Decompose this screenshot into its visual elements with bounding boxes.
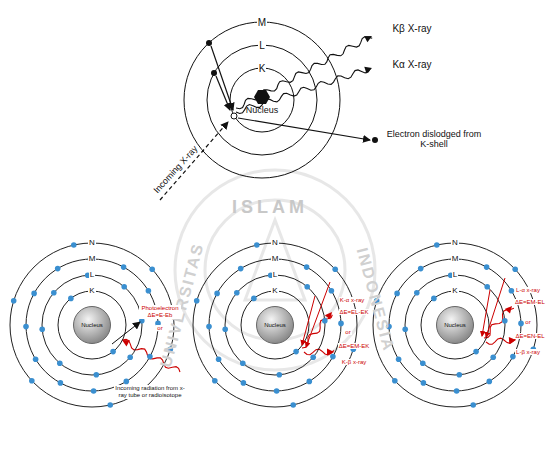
shell-letter: L [452,271,458,280]
energy-label: ΔE=EM-EL [514,299,546,306]
top-transitions [160,46,370,200]
shell-letter: K [88,287,95,296]
electron-label: Electron dislodged from K-shell [383,130,485,150]
radiation-label: Incoming radiation from x-ray tube or ra… [114,385,186,398]
top-atom [184,22,340,178]
nucleus: Nucleus [256,306,294,344]
shell-letter: K [451,287,458,296]
nucleus: Nucleus [237,88,287,115]
shell-letter: N [271,239,279,248]
xray-label: L-α x-ray [515,287,541,294]
top-electrons [206,40,378,143]
xray-label: L-β x-ray [515,349,541,356]
bottom-atoms [10,242,537,408]
photoelectron-label: Photoelectron ΔE=E-Eb [139,305,181,318]
shell-letter: N [88,239,96,248]
watermark-logo [175,170,375,370]
nucleus: Nucleus [73,306,111,344]
nucleus-label: Nucleus [444,322,466,328]
nucleus-label: Nucleus [81,322,103,328]
or-label: or [156,325,163,332]
or-label: or [344,329,351,336]
incoming-label: Incoming X-ray [151,143,200,196]
energy-label: ΔE=EM-EK [338,343,371,350]
shell-letter: M [271,255,280,264]
shell-letter: N [451,239,459,248]
xray-label: Kα X-ray [391,59,432,70]
shell-letter: K [271,287,278,296]
shell-letter: M [257,17,267,28]
energy-label: ΔE=EN-EL [514,333,545,340]
shell-letter: K [258,63,267,74]
shell-letter: M [88,255,97,264]
nucleus: Nucleus [436,306,474,344]
shell-letter: M [451,255,460,264]
shell-letter: L [258,40,266,51]
xray-label: Kβ X-ray [391,23,432,34]
nucleus-label: Nucleus [237,106,287,115]
xray-label: K-β x-ray [341,359,367,366]
shell-letter: L [272,271,278,280]
xray-waves [122,36,516,372]
shell-letter: L [89,271,95,280]
xray-label: K-α x-ray [339,297,365,304]
nucleus-label: Nucleus [264,322,286,328]
or-label: or [524,319,531,326]
watermark-text: ISLAM [232,198,308,218]
energy-label: ΔE=EL-EK [339,309,370,316]
